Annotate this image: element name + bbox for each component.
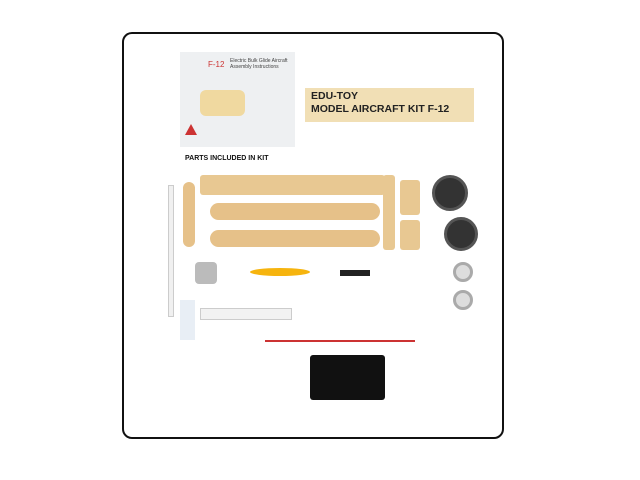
- small-wheel: [453, 290, 473, 310]
- wing-stick: [210, 230, 380, 247]
- wood-block: [400, 180, 420, 215]
- product-title-label: EDU-TOY MODEL AIRCRAFT KIT F-12: [305, 88, 474, 122]
- glue-tube: [200, 308, 292, 320]
- tape: [180, 300, 195, 340]
- small-wheel: [453, 262, 473, 282]
- warning-icon: [185, 124, 197, 135]
- wheel: [444, 217, 478, 251]
- battery-holder: [310, 355, 385, 400]
- wing-stick: [210, 203, 380, 220]
- manual-subtitle: Electric Bulk Glide Aircraft Assembly In…: [230, 58, 288, 70]
- wood-plank: [200, 175, 385, 195]
- propeller: [250, 268, 310, 276]
- small-stick: [183, 182, 195, 247]
- parts-heading: PARTS INCLUDED IN KIT: [185, 155, 269, 162]
- manual-heading: F-12: [208, 60, 225, 69]
- shrink-tube: [340, 270, 370, 276]
- motor: [195, 262, 217, 284]
- brand-name: EDU-TOY: [311, 90, 359, 102]
- wood-block: [400, 220, 420, 250]
- plane-picture: [200, 90, 245, 116]
- wood-post: [383, 175, 395, 250]
- wheel: [432, 175, 468, 211]
- instruction-manual-image: F-12 Electric Bulk Glide Aircraft Assemb…: [180, 52, 295, 147]
- cable-ties: [168, 185, 174, 317]
- wire: [265, 340, 415, 342]
- kit-name: MODEL AIRCRAFT KIT F-12: [311, 103, 450, 115]
